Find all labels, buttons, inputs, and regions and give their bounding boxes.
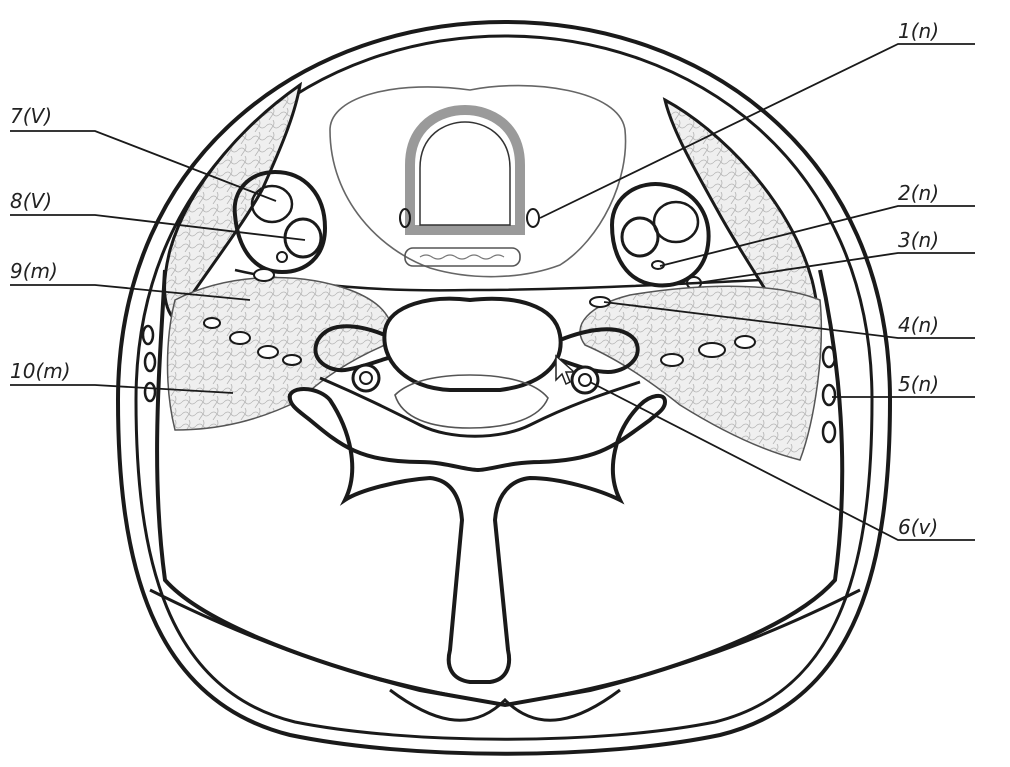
label-1: 1(n) — [898, 19, 939, 43]
trachea-ring — [410, 110, 520, 230]
label-4: 4(n) — [898, 313, 939, 337]
trachea-inner — [420, 122, 510, 225]
label-8: 8(V) — [10, 189, 52, 213]
left-external-jugular-veins — [143, 326, 155, 401]
left-scalene-muscles — [168, 278, 392, 430]
leader-line-3 — [697, 253, 975, 283]
label-7: 7(V) — [10, 104, 52, 128]
label-9: 9(m) — [10, 259, 58, 283]
esophagus — [405, 248, 520, 266]
left-vagus-nerve — [277, 252, 287, 262]
vertebral-body — [384, 299, 560, 390]
label-3: 3(n) — [898, 228, 939, 252]
label-6: 6(v) — [898, 515, 938, 539]
esophagus-lumen — [420, 255, 504, 259]
right-common-carotid-artery — [622, 218, 658, 256]
label-10: 10(m) — [10, 359, 71, 383]
right-internal-jugular-vein — [654, 202, 698, 242]
vertebral-lamina-and-spinous-process — [290, 389, 665, 682]
left-internal-jugular-vein — [252, 186, 292, 222]
label-5: 5(n) — [898, 372, 939, 396]
right-vertebral-vein — [572, 367, 598, 393]
label-2: 2(n) — [898, 181, 939, 205]
right-recurrent-nerve — [527, 209, 539, 227]
right-external-jugular-veins — [823, 347, 835, 442]
left-vertebral-artery — [353, 365, 379, 391]
right-carotid-sheath — [612, 184, 709, 289]
